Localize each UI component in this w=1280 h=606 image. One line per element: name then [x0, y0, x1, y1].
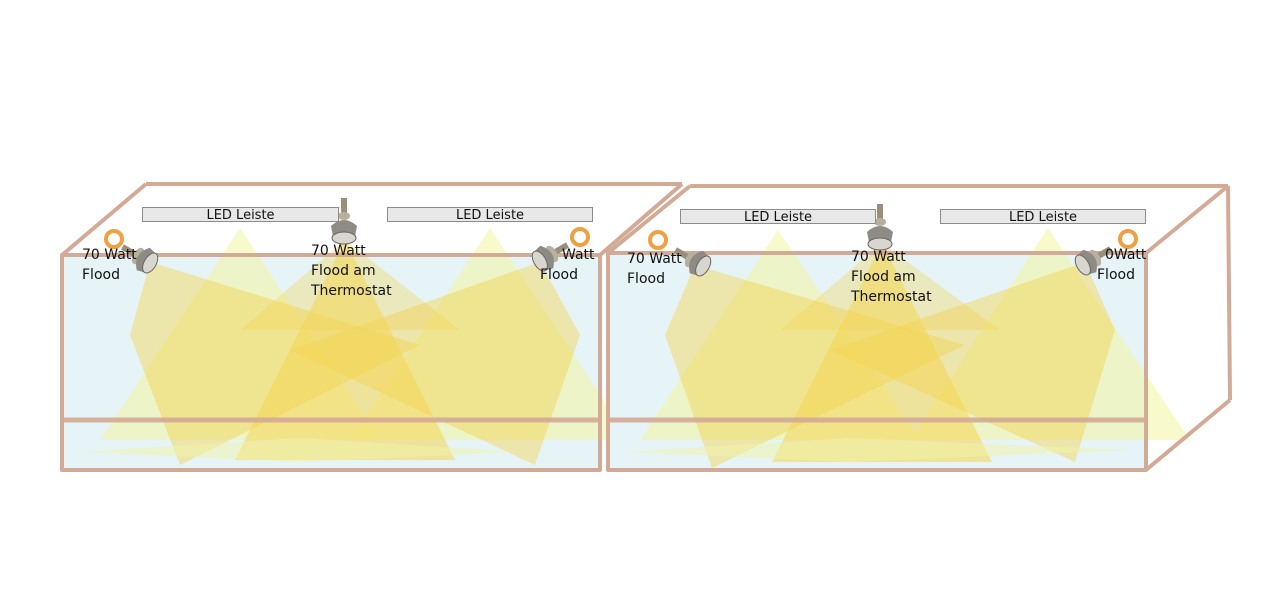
led-bar: LED Leiste — [387, 207, 593, 223]
lamp-label-line: Watt — [562, 247, 595, 263]
lamp-label-line: Thermostat — [311, 283, 392, 299]
heat-ring-icon — [104, 229, 124, 249]
tank-1-frame — [60, 182, 684, 472]
heat-ring-icon — [570, 227, 590, 247]
lamp-label-line: 0Watt — [1105, 247, 1147, 263]
lamp-label: 70 Watt Flood am Thermostat — [851, 247, 932, 307]
lamp-label-line: Flood — [82, 267, 120, 283]
led-bar: LED Leiste — [680, 209, 876, 225]
lamp-label-line: Thermostat — [851, 289, 932, 305]
lamp-label: 70 Watt Flood — [627, 249, 682, 289]
lamp-label-line: Flood — [540, 267, 578, 283]
spot-lamp-icon — [867, 204, 893, 251]
led-bar: LED Leiste — [940, 209, 1146, 225]
lamp-label-line: Flood — [627, 271, 665, 287]
spot-lamp-icon — [331, 198, 357, 245]
tank-1 — [60, 182, 684, 472]
lamp-label: 70 Watt Flood — [82, 245, 137, 285]
spot-lamp-icon — [1074, 246, 1113, 276]
lamp-label: 70 Watt Flood am Thermostat — [311, 241, 392, 301]
spot-lamp-icon — [120, 244, 159, 274]
tank-2 — [606, 184, 1232, 472]
tank-1-light-cones — [80, 228, 630, 465]
lamp-label-line: Flood — [1097, 267, 1135, 283]
lamp-label-line: 70 Watt — [627, 251, 682, 267]
tank-2-light-cones — [625, 228, 1190, 468]
lamp-label-line: 70 Watt — [82, 247, 137, 263]
lamp-label-line: 70 Watt — [311, 243, 366, 259]
heat-ring-icon — [648, 230, 668, 250]
lamp-label-line: 70 Watt — [851, 249, 906, 265]
led-bar: LED Leiste — [142, 207, 339, 223]
spot-lamp-icon — [531, 242, 570, 272]
tank-2-frame — [606, 184, 1232, 472]
spot-lamp-icon — [673, 247, 712, 277]
lamp-label: Watt Flood — [540, 245, 595, 285]
heat-ring-icon — [1118, 229, 1138, 249]
lamp-label-line: Flood am — [311, 263, 376, 279]
lamp-label: 0Watt Flood — [1097, 245, 1146, 285]
lamp-label-line: Flood am — [851, 269, 916, 285]
